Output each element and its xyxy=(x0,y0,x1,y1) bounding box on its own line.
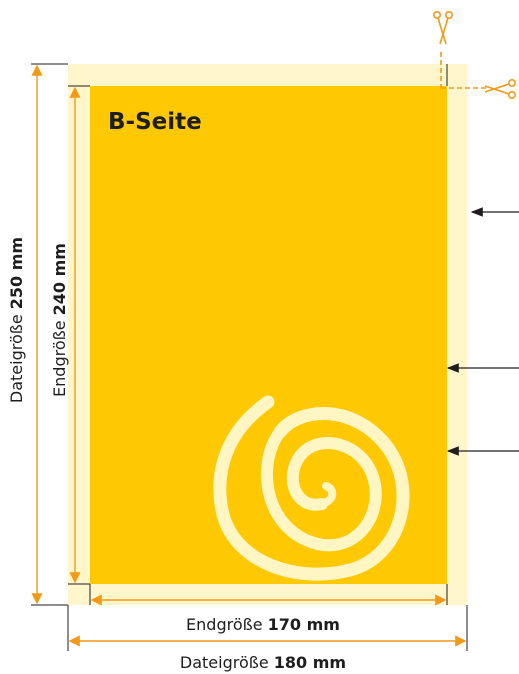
scissors-icon xyxy=(432,11,453,45)
cut-line-dashed xyxy=(440,52,486,89)
file-height-label: Dateigröße 250 mm xyxy=(7,237,26,403)
scissors-icon xyxy=(484,79,516,100)
pointer-arrows xyxy=(446,207,519,456)
final-width-label: Endgröße 170 mm xyxy=(186,615,340,634)
final-height-label: Endgröße 240 mm xyxy=(50,243,69,397)
page-label: B-Seite xyxy=(108,109,202,135)
file-width-label: Dateigröße 180 mm xyxy=(180,653,346,672)
cut-marks xyxy=(31,63,468,651)
swirl-decoration xyxy=(213,395,410,581)
